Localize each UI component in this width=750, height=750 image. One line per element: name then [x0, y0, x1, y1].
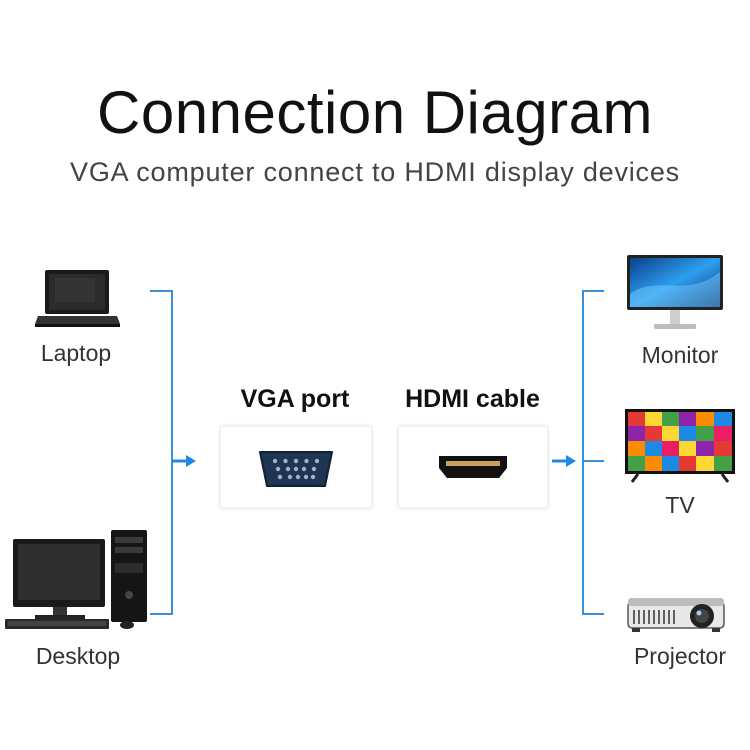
vga-port-box [220, 426, 372, 508]
left-arrow-head [186, 455, 196, 467]
vga-port-icon [259, 451, 333, 487]
page-title: Connection Diagram [97, 79, 653, 146]
projector-icon [627, 598, 725, 632]
hdmi-cable-label: HDMI cable [405, 385, 540, 413]
right-bracket-line [582, 290, 604, 615]
display-label-monitor: Monitor [641, 342, 719, 368]
hdmi-cable-box [398, 426, 548, 508]
display-label-tv: TV [665, 492, 695, 518]
right-arrow-head [566, 455, 576, 467]
laptop-icon [35, 270, 120, 327]
vga-port-label: VGA port [240, 385, 350, 413]
tv-icon [625, 409, 735, 483]
source-label-desktop: Desktop [35, 643, 121, 669]
desktop-computer-icon [5, 530, 147, 629]
source-label-laptop: Laptop [40, 340, 112, 366]
left-bracket-line [150, 290, 173, 615]
page-subtitle: VGA computer connect to HDMI display dev… [70, 157, 680, 187]
monitor-icon [627, 255, 723, 329]
hdmi-port-icon [439, 456, 507, 478]
display-label-projector: Projector [633, 643, 727, 669]
